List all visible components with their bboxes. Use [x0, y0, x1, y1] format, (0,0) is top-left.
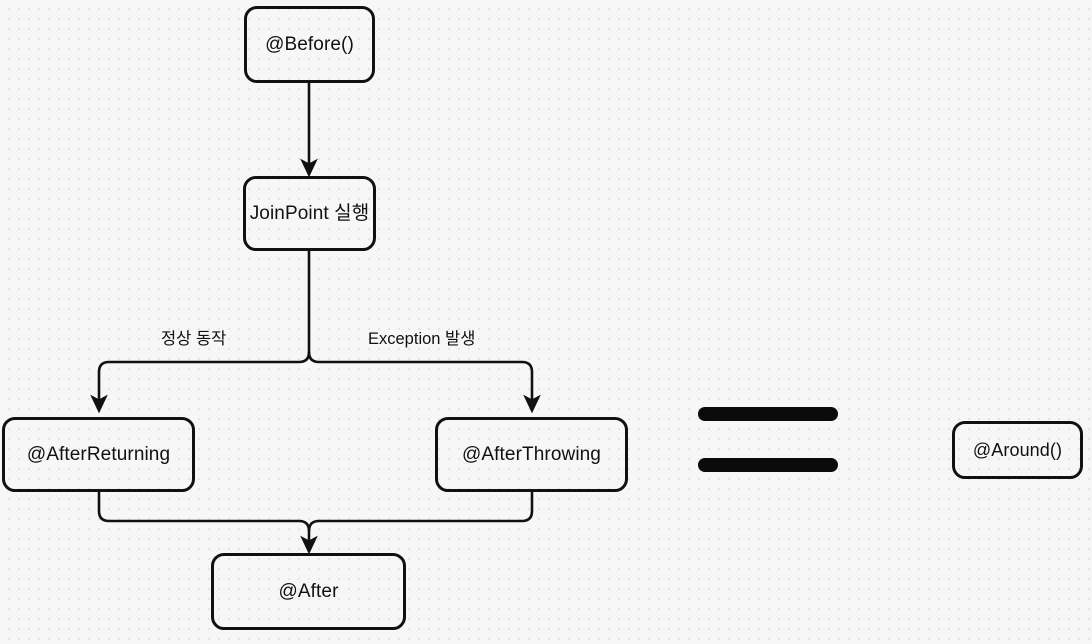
node-around-label: @Around()	[972, 440, 1063, 460]
equals-bar-top	[698, 407, 838, 421]
node-around[interactable]: @Around()	[952, 421, 1083, 479]
node-joinpoint[interactable]: JoinPoint 실행	[243, 176, 376, 251]
edge-label-exception-flow: Exception 발생	[368, 330, 476, 348]
node-before-label: @Before()	[265, 34, 354, 55]
edge-merge-to-after	[97, 492, 534, 555]
node-joinpoint-label: JoinPoint 실행	[249, 203, 370, 224]
node-after-label: @After	[278, 581, 339, 602]
node-after-returning-label: @AfterReturning	[26, 444, 171, 465]
edge-joinpoint-split	[90, 251, 541, 414]
node-after-returning[interactable]: @AfterReturning	[2, 417, 195, 492]
node-after[interactable]: @After	[211, 553, 406, 630]
node-after-throwing[interactable]: @AfterThrowing	[435, 417, 628, 492]
node-after-throwing-label: @AfterThrowing	[462, 444, 601, 465]
edge-label-normal-flow: 정상 동작	[161, 330, 227, 348]
equals-bar-bottom	[698, 458, 838, 472]
equals-sign	[698, 407, 838, 472]
node-before[interactable]: @Before()	[244, 6, 375, 83]
